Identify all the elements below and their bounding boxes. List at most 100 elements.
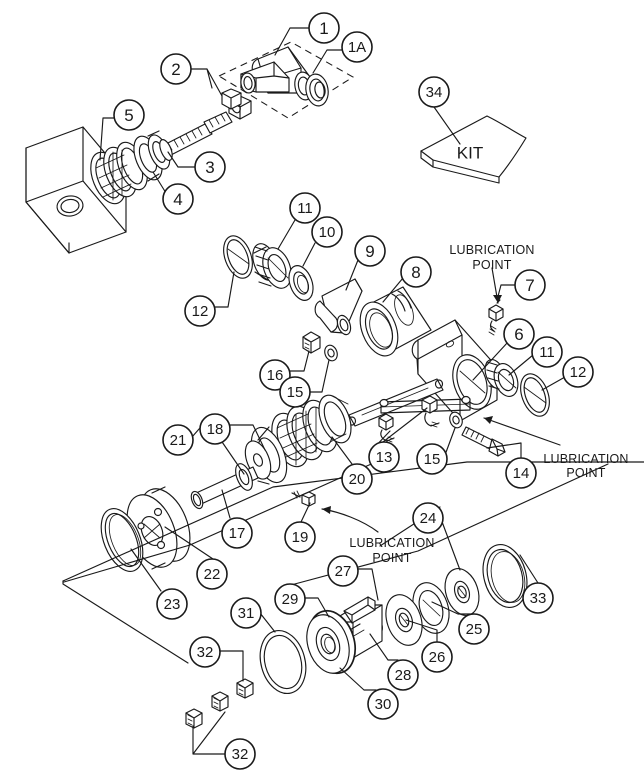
balloon-2[interactable]: 2: [160, 53, 192, 85]
balloon-20[interactable]: 20: [341, 463, 373, 495]
balloon-12[interactable]: 12: [562, 356, 594, 388]
balloon-32[interactable]: 32: [224, 738, 256, 770]
balloon-18[interactable]: 18: [199, 413, 231, 445]
balloon-circle[interactable]: [354, 235, 386, 267]
balloon-32[interactable]: 32: [189, 636, 221, 668]
balloon-label: 20: [349, 471, 366, 488]
balloon-25[interactable]: 25: [458, 613, 490, 645]
balloon-circle[interactable]: [221, 517, 253, 549]
balloon-11[interactable]: 11: [531, 336, 563, 368]
balloon-12[interactable]: 12: [184, 295, 216, 327]
assembly-upper-left: [25, 95, 252, 254]
balloon-circle[interactable]: [224, 738, 256, 770]
balloon-circle[interactable]: [184, 295, 216, 327]
balloon-circle[interactable]: [412, 502, 444, 534]
balloon-4[interactable]: 4: [162, 183, 194, 215]
balloon-19[interactable]: 19: [284, 521, 316, 553]
balloon-34[interactable]: 34: [418, 76, 450, 108]
balloon-circle[interactable]: [308, 12, 340, 44]
balloon-circle[interactable]: [230, 597, 262, 629]
balloon-circle[interactable]: [367, 688, 399, 720]
balloon-circle[interactable]: [199, 413, 231, 445]
balloon-14[interactable]: 14: [505, 457, 537, 489]
assembly-tee-fitting: [217, 41, 355, 119]
balloon-22[interactable]: 22: [196, 558, 228, 590]
balloon-circle[interactable]: [522, 582, 554, 614]
balloon-label: 3: [205, 158, 214, 177]
balloon-circle[interactable]: [189, 636, 221, 668]
balloon-circle[interactable]: [274, 583, 306, 615]
balloon-23[interactable]: 23: [156, 588, 188, 620]
bearing-stack-left: [90, 130, 171, 205]
balloon-1A[interactable]: 1A: [341, 31, 373, 63]
balloon-label: 18: [207, 421, 224, 438]
balloon-9[interactable]: 9: [354, 235, 386, 267]
lube-arrow-head-2: [484, 416, 493, 424]
balloon-15[interactable]: 15: [416, 443, 448, 475]
balloon-circle[interactable]: [162, 183, 194, 215]
balloon-24[interactable]: 24: [412, 502, 444, 534]
balloon-circle[interactable]: [562, 356, 594, 388]
balloon-30[interactable]: 30: [367, 688, 399, 720]
link-arms: [379, 395, 471, 414]
lube-note3-line1: LUBRICATION: [349, 536, 434, 550]
balloon-circle[interactable]: [327, 555, 359, 587]
balloon-label: 21: [170, 432, 187, 449]
pulley-29: [306, 609, 356, 675]
balloon-circle[interactable]: [421, 641, 453, 673]
balloon-circle[interactable]: [156, 588, 188, 620]
lube-note3-line2: POINT: [372, 551, 411, 565]
balloon-8[interactable]: 8: [400, 256, 432, 288]
balloon-5[interactable]: 5: [113, 99, 145, 131]
balloon-11[interactable]: 11: [289, 192, 321, 224]
balloon-circle[interactable]: [418, 76, 450, 108]
balloon-circle[interactable]: [341, 31, 373, 63]
balloon-15[interactable]: 15: [279, 376, 311, 408]
balloon-circle[interactable]: [311, 216, 343, 248]
balloon-33[interactable]: 33: [522, 582, 554, 614]
spacer-sleeve-9: [314, 278, 363, 336]
balloon-7[interactable]: 7: [514, 269, 546, 301]
balloon-circle[interactable]: [160, 53, 192, 85]
balloon-circle[interactable]: [387, 659, 419, 691]
balloon-31[interactable]: 31: [230, 597, 262, 629]
balloon-circle[interactable]: [279, 376, 311, 408]
balloon-label: 26: [429, 649, 446, 666]
balloon-label: 23: [164, 596, 181, 613]
balloon-circle[interactable]: [196, 558, 228, 590]
balloon-circle[interactable]: [531, 336, 563, 368]
balloon-28[interactable]: 28: [387, 659, 419, 691]
annotation-notes: LUBRICATION POINT LUBRICATION POINT LUBR…: [349, 243, 628, 565]
balloon-circle[interactable]: [505, 457, 537, 489]
balloon-10[interactable]: 10: [311, 216, 343, 248]
balloon-circle[interactable]: [194, 151, 226, 183]
balloon-21[interactable]: 21: [162, 424, 194, 456]
balloon-6[interactable]: 6: [503, 318, 535, 350]
balloon-circle[interactable]: [289, 192, 321, 224]
balloon-circle[interactable]: [514, 269, 546, 301]
balloon-26[interactable]: 26: [421, 641, 453, 673]
balloon-29[interactable]: 29: [274, 583, 306, 615]
balloon-13[interactable]: 13: [368, 441, 400, 473]
balloon-27[interactable]: 27: [327, 555, 359, 587]
balloon-circle[interactable]: [113, 99, 145, 131]
balloon-circle[interactable]: [400, 256, 432, 288]
balloon-circle[interactable]: [458, 613, 490, 645]
balloon-label: 6: [514, 325, 523, 344]
balloon-circle[interactable]: [503, 318, 535, 350]
nut-32c: [185, 708, 203, 729]
balloon-3[interactable]: 3: [194, 151, 226, 183]
balloon-label: 12: [192, 303, 209, 320]
balloon-circle[interactable]: [368, 441, 400, 473]
balloon-label: 30: [375, 696, 392, 713]
balloon-17[interactable]: 17: [221, 517, 253, 549]
balloon-circle[interactable]: [284, 521, 316, 553]
balloon-circle[interactable]: [341, 463, 373, 495]
balloon-label: 2: [171, 60, 180, 79]
balloon-1[interactable]: 1: [308, 12, 340, 44]
tee-hex-nut: [221, 88, 242, 110]
o-ring-12-right: [520, 373, 550, 417]
balloon-circle[interactable]: [162, 424, 194, 456]
balloon-circle[interactable]: [416, 443, 448, 475]
